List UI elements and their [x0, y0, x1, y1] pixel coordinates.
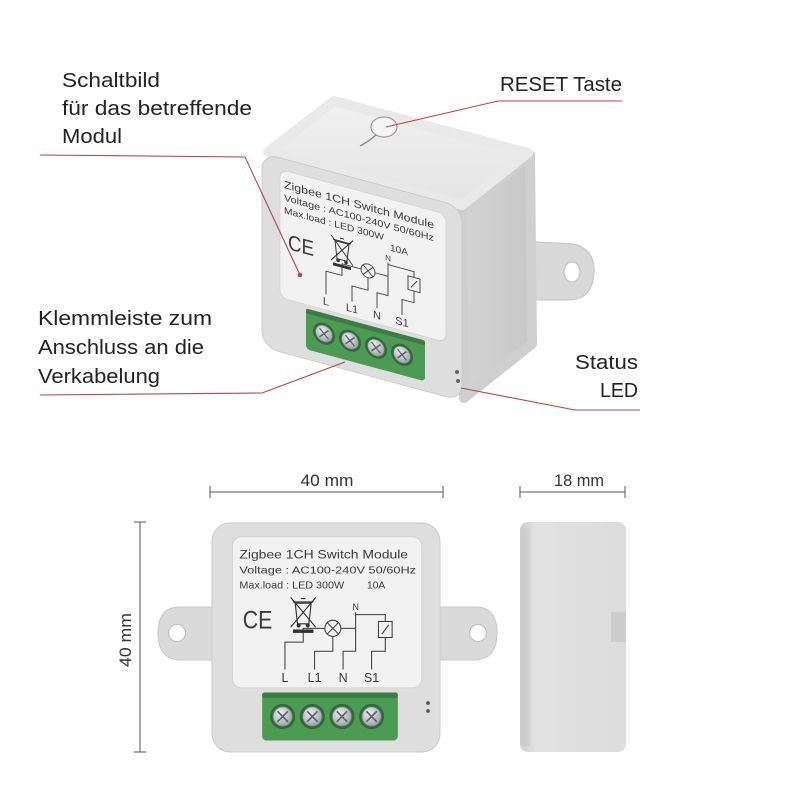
mounting-hole-icon [563, 261, 581, 283]
leader-line-terminal [39, 361, 346, 396]
annotation-terminal-line3: Verkabelung [38, 366, 160, 388]
dimension-depth-label: 18 mm [554, 471, 604, 490]
ce-mark: CE [243, 606, 273, 634]
terminal-label-s1: S1 [395, 315, 408, 330]
side-view-device [520, 522, 626, 752]
neutral-marker: N [385, 253, 391, 263]
leader-line-schematic [39, 154, 301, 276]
annotation-schematic: Schaltbild für das betreffende Modul [39, 70, 303, 278]
annotation-schematic-line2: für das betreffende [62, 98, 252, 120]
front-view-device: Zigbee 1CH Switch Module Voltage : AC100… [157, 523, 498, 752]
leader-dot-schematic [297, 272, 303, 278]
annotation-schematic-line1: Schaltbild [62, 70, 160, 92]
perspective-device: Zigbee 1CH Switch Module Voltage : AC100… [262, 96, 595, 403]
annotation-status-line2: LED [600, 380, 638, 402]
side-housing [520, 522, 626, 752]
mounting-ear-right [436, 606, 498, 661]
mounting-ear-left [157, 606, 216, 661]
leader-line-status [460, 387, 640, 411]
dimension-width: 40 mm [209, 471, 444, 498]
mounting-hole-icon [469, 624, 487, 642]
front-face: Zigbee 1CH Switch Module Voltage : AC100… [212, 523, 440, 752]
reset-button-icon [359, 116, 398, 147]
annotation-reset-text: RESET Taste [500, 74, 622, 96]
annotation-terminal-line1: Klemmleiste zum [38, 308, 212, 330]
housing-top [263, 96, 533, 210]
terminal-label-l: L [323, 296, 329, 309]
terminal-label-l1: L1 [346, 302, 358, 317]
device-title: Zigbee 1CH Switch Module [239, 547, 408, 561]
side-edge-shade [521, 528, 530, 746]
dimension-height: 40 mm [116, 521, 146, 753]
device-max-load: Max.load : LED 300W [239, 580, 344, 591]
neutral-marker: N [352, 602, 359, 612]
leader-line-reset [385, 100, 622, 128]
dimension-width-label: 40 mm [301, 471, 354, 490]
terminal-label-s1: S1 [364, 671, 379, 685]
dimension-height-label: 40 mm [116, 613, 135, 667]
annotation-terminal-line2: Anschluss an die [38, 337, 204, 359]
device-voltage: Voltage : AC100-240V 50/60Hz [239, 565, 416, 576]
dimension-depth: 18 mm [519, 471, 626, 498]
annotation-schematic-line3: Modul [62, 126, 122, 148]
terminal-label-l: L [281, 671, 288, 685]
annotation-reset: RESET Taste [385, 74, 622, 128]
side-ear-edge [611, 612, 626, 642]
mounting-hole-icon [168, 624, 186, 642]
terminal-label-n: N [373, 309, 381, 323]
device-current: 10A [390, 243, 409, 259]
status-led-icon [426, 701, 430, 713]
device-current: 10A [367, 580, 385, 591]
terminal-label-n: N [339, 671, 348, 685]
annotation-status: Status LED [460, 352, 640, 411]
annotation-status-line1: Status [575, 352, 638, 374]
annotation-terminal: Klemmleiste zum Anschluss an die Verkabe… [38, 308, 346, 396]
status-led-icon [455, 370, 460, 383]
terminal-label-l1: L1 [308, 671, 322, 685]
